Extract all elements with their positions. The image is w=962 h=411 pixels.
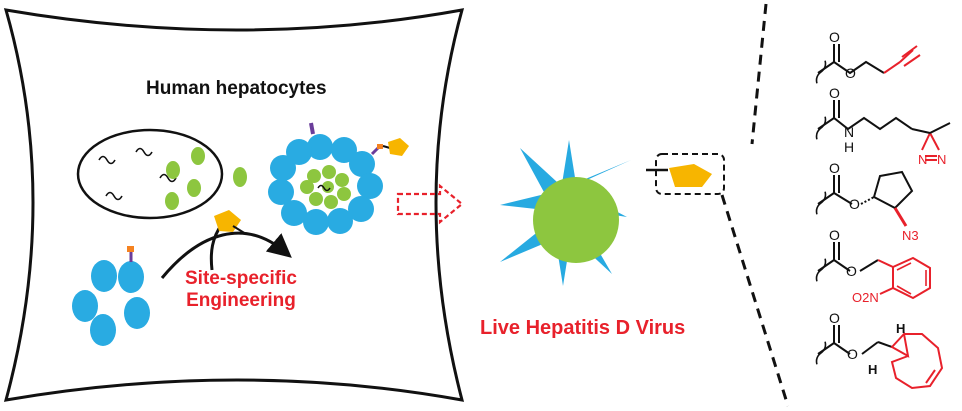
atom-h-2: H: [844, 139, 854, 155]
engineering-line2: Engineering: [186, 290, 296, 311]
purple-linker-top: [309, 122, 315, 135]
atom-h-bridge-top: H: [896, 321, 905, 336]
azide-label: N3: [902, 228, 919, 243]
nitro-label: O2N: [852, 290, 879, 305]
nucleus-green-particles: [165, 147, 205, 210]
virus-label: Live Hepatitis D Virus: [480, 317, 686, 339]
linker-tag-icon: [127, 246, 134, 262]
structure-diazirine-amide: [815, 100, 951, 161]
atom-n-diazirine-left: N: [918, 152, 927, 167]
structure-azide-cyclopentyl: [815, 170, 914, 227]
atom-o-1b: O: [845, 65, 856, 81]
engineering-line1: Site-specific: [185, 268, 297, 289]
cell-title: Human hepatocytes: [146, 78, 327, 99]
ligand-zoom-box: [655, 153, 725, 195]
inner-green-core: [300, 165, 351, 209]
assembling-particle-ring: [268, 134, 383, 235]
curved-arrow: [160, 231, 292, 279]
atom-o-4b: O: [846, 263, 857, 279]
dashed-separator-lower: [720, 194, 790, 407]
structure-bicyclononyne: [815, 325, 944, 390]
export-dashed-arrow: [396, 183, 464, 225]
atom-o-3b: O: [849, 196, 860, 212]
free-green-particle: [233, 167, 247, 187]
virus-surface-ligand-icon: [646, 164, 712, 187]
cell-outline: [3, 8, 465, 402]
structure-nitrobenzyl: [815, 242, 931, 300]
atom-n-2: N: [844, 124, 854, 140]
atom-o-5b: O: [847, 346, 858, 362]
core-rna-strand: [317, 184, 331, 192]
structure-alkyne-ester: [815, 44, 921, 84]
atom-h-bridge-bottom: H: [868, 362, 877, 377]
atom-o-3a: O: [829, 160, 840, 176]
rna-strands: [98, 147, 177, 201]
atom-o-4a: O: [829, 227, 840, 243]
dashed-separator: [750, 3, 768, 145]
attached-ligand-icon: [370, 138, 409, 156]
virus-core: [533, 177, 619, 263]
atom-o-2: O: [829, 85, 840, 101]
atom-n-diazirine-right: N: [937, 152, 946, 167]
atom-o-1a: O: [829, 29, 840, 45]
atom-o-5a: O: [829, 310, 840, 326]
nucleus: [76, 128, 224, 220]
blue-protein-cluster: [72, 260, 150, 346]
ligand-pentagon-icon: [214, 210, 247, 235]
engineering-label: Site-specific Engineering: [185, 268, 297, 312]
